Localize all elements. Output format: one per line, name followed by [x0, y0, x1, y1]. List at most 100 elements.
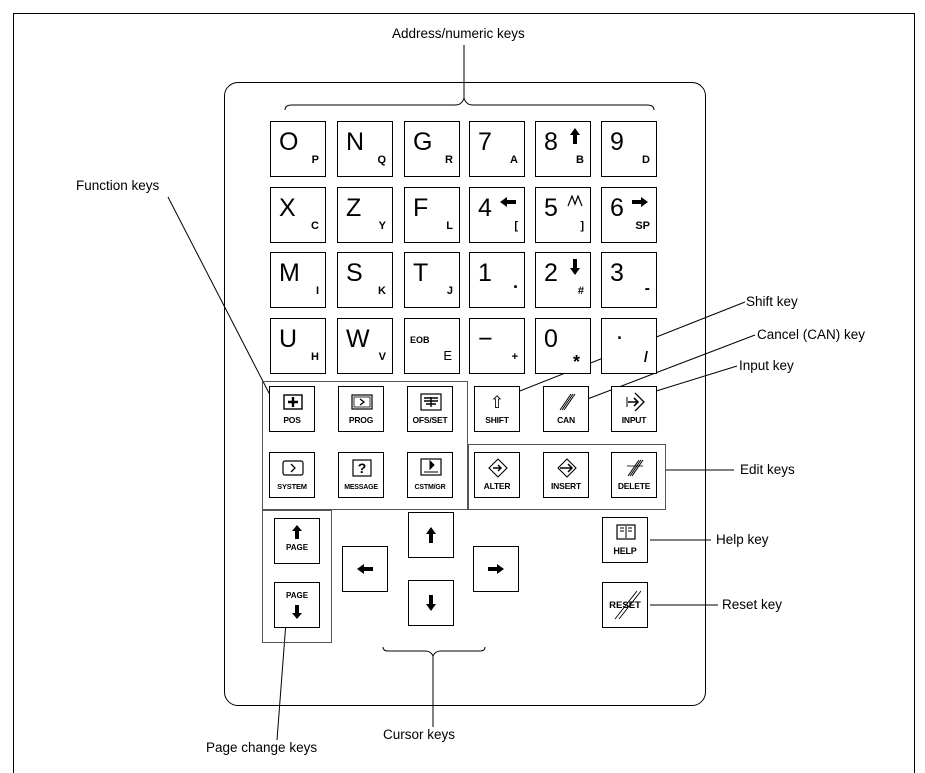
key-sub-char: B — [576, 154, 584, 166]
key-sub-char: Y — [378, 220, 386, 232]
key-sub-char: P — [311, 154, 319, 166]
key-dot-slash[interactable]: ./ — [601, 318, 657, 374]
page-keys-group — [262, 510, 332, 643]
key-minus-plus[interactable]: −+ — [469, 318, 525, 374]
prog-key-label: PROG — [348, 415, 374, 425]
key-0-star[interactable]: 0* — [535, 318, 591, 374]
key-2-hash[interactable]: 2# — [535, 252, 591, 308]
alter-icon — [488, 458, 508, 478]
prog-key[interactable]: PROG — [338, 386, 384, 432]
shift-key[interactable]: ⇧ SHIFT — [474, 386, 520, 432]
key-sub-char: . — [512, 272, 518, 292]
key-sub-char: [ — [514, 220, 518, 232]
label-reset-key: Reset key — [722, 597, 783, 612]
key-sub-char: + — [511, 351, 518, 363]
ofs-set-key-label: OFS/SET — [412, 415, 448, 425]
message-key-label: MESSAGE — [344, 484, 378, 491]
mdi-keypad-panel — [224, 82, 706, 706]
key-main-char: 3 — [610, 259, 624, 287]
key-sub-char: C — [311, 220, 319, 232]
key-main-char: . — [616, 317, 623, 345]
key-sub-char: H — [311, 351, 319, 363]
key-main-char: 5 — [544, 194, 558, 222]
label-cursor-keys: Cursor keys — [383, 727, 456, 742]
input-arrow-icon — [626, 392, 645, 412]
key-main-char: M — [279, 259, 300, 287]
svg-text:?: ? — [358, 460, 367, 476]
insert-key-label: INSERT — [551, 481, 581, 491]
key-4-bracket[interactable]: 4[ — [469, 187, 525, 243]
input-key[interactable]: INPUT — [611, 386, 657, 432]
delete-key-label: DELETE — [617, 481, 651, 491]
message-key[interactable]: ? MESSAGE — [338, 452, 384, 498]
pos-key[interactable]: POS — [269, 386, 315, 432]
key-main-char: 4 — [478, 194, 492, 222]
key-sub-char: # — [577, 285, 584, 297]
slash-icon — [559, 393, 576, 411]
page-down-label: PAGE — [285, 591, 309, 600]
shift-arrow-icon: ⇧ — [489, 393, 505, 412]
key-main-char: N — [346, 128, 365, 156]
label-help-key: Help key — [716, 532, 769, 547]
key-1-dot[interactable]: 1. — [469, 252, 525, 308]
delete-key[interactable]: DELETE — [611, 452, 657, 498]
label-edit-keys: Edit keys — [740, 462, 795, 477]
right-arrow-icon — [632, 197, 648, 207]
key-sub-char: Q — [377, 154, 386, 166]
left-arrow-icon — [357, 564, 373, 574]
key-3-minus[interactable]: 3- — [601, 252, 657, 308]
label-shift-key: Shift key — [746, 294, 798, 309]
cursor-right-key[interactable] — [473, 546, 519, 592]
alter-key[interactable]: ALTER — [474, 452, 520, 498]
cursor-down-key[interactable] — [408, 580, 454, 626]
edit-keys-group — [468, 444, 666, 510]
system-key[interactable]: SYSTEM — [269, 452, 315, 498]
cstm-gr-key[interactable]: CSTM/GR — [407, 452, 453, 498]
key-main-char: F — [413, 194, 429, 222]
label-address-numeric-keys: Address/numeric keys — [392, 26, 525, 41]
input-key-label: INPUT — [621, 415, 647, 425]
can-key[interactable]: CAN — [543, 386, 589, 432]
up-arrow-icon — [570, 128, 580, 144]
reset-key[interactable]: RESET — [602, 582, 648, 628]
page-up-key[interactable]: PAGE — [274, 518, 320, 564]
reset-key-label: RESET — [609, 600, 641, 611]
insert-key[interactable]: INSERT — [543, 452, 589, 498]
help-key-label: HELP — [613, 546, 637, 556]
question-icon: ? — [352, 459, 372, 477]
offset-icon — [420, 393, 442, 411]
key-main-char: 1 — [478, 259, 492, 287]
key-main-char: 7 — [478, 128, 492, 156]
key-5-bracket[interactable]: 5] — [535, 187, 591, 243]
book-icon — [616, 524, 636, 540]
delete-icon — [627, 459, 644, 477]
cursor-left-key[interactable] — [342, 546, 388, 592]
slash-icon — [614, 590, 641, 620]
plus-box-icon — [283, 394, 303, 410]
alter-key-label: ALTER — [483, 481, 511, 491]
key-main-char: S — [346, 259, 363, 287]
key-sub-char: ] — [580, 220, 584, 232]
down-arrow-icon — [426, 595, 436, 611]
help-key[interactable]: HELP — [602, 517, 648, 563]
ofs-set-key[interactable]: OFS/SET — [407, 386, 453, 432]
graph-icon — [420, 458, 442, 476]
cursor-up-key[interactable] — [408, 512, 454, 558]
page-down-key[interactable]: PAGE — [274, 582, 320, 628]
